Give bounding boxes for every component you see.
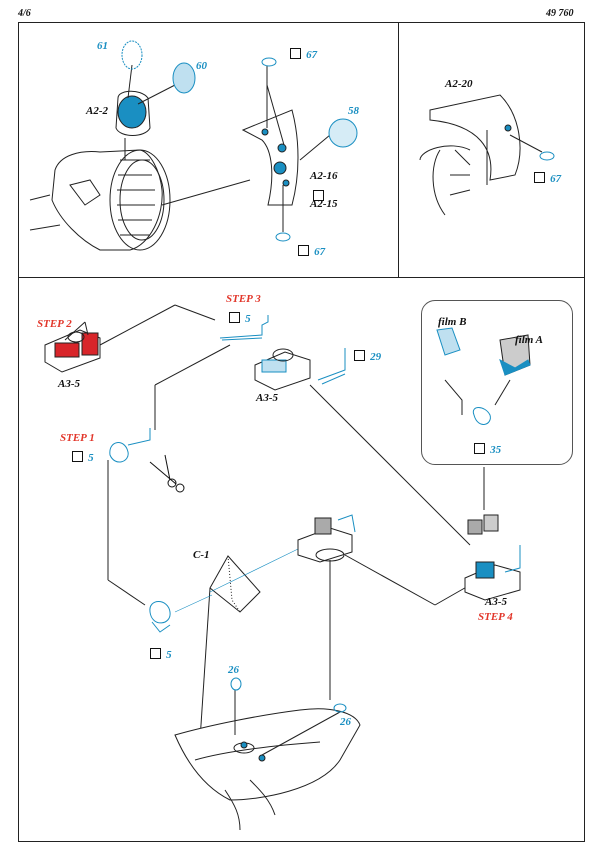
c1-wedge [174,547,301,741]
bend-symbol-icon [534,172,545,183]
part-label-a2-16: A2-16 [310,170,338,182]
part-26-ring-b [333,703,347,713]
page-frame [18,22,585,842]
curved-panel-a2-16 [241,66,331,232]
step-2-label: STEP 2 [37,318,72,330]
part-label-a3-5-mid: A3-5 [256,392,278,404]
page-number: 4/6 [18,8,31,19]
mid-a3-5-assembly [254,348,471,546]
part-number-26-a: 26 [228,664,239,676]
part-61-ring [121,40,143,70]
callout-5-step3: 5 [229,307,251,326]
part-67-ring-b [275,232,291,242]
part-number-26-b: 26 [340,716,351,728]
part-label-a3-5-right: A3-5 [485,596,507,608]
callout-67-bottom: 67 [298,240,325,259]
part-label-a2-20: A2-20 [445,78,473,90]
bend-symbol-icon [290,48,301,59]
callout-5-lower: 5 [150,643,172,662]
part-label-c-1: C-1 [193,549,210,561]
section-divider-horizontal [18,277,585,278]
step2-assembly [44,304,216,373]
right-a3-5-assembly [464,467,521,601]
film-drawing [436,327,531,425]
fold-symbol-icon [229,312,240,323]
step-4-label: STEP 4 [478,611,513,623]
callout-67-right: 67 [534,167,561,186]
bend-symbol-icon [298,245,309,256]
part-number-58: 58 [348,105,359,117]
part-58-lens [328,118,358,148]
film-a-label: film A [515,334,544,346]
bend-symbol-icon [313,190,324,201]
lower-step-part [149,601,171,633]
part-number-61: 61 [97,40,108,52]
callout-5-step1: 5 [72,446,94,465]
step1-part [107,428,151,606]
step-3-label: STEP 3 [226,293,261,305]
section-divider-vertical [398,22,399,277]
scissors-icon [149,454,185,493]
step-1-label: STEP 1 [60,432,95,444]
center-assembly [297,514,471,700]
callout-29: 29 [354,345,381,364]
part-number-60: 60 [196,60,207,72]
step3-bracket [154,315,269,430]
film-inset-box [421,300,573,465]
part-label-a3-5-left: A3-5 [58,378,80,390]
part-67-ring-a [261,57,277,67]
fold-symbol-icon [354,350,365,361]
part-67-ring-c [539,151,555,161]
callout-67-top: 67 [290,43,317,62]
cockpit-section [174,690,361,831]
set-code: 49 760 [546,8,574,19]
fold-symbol-icon [474,443,485,454]
exhaust-panel-a2-20 [419,94,543,216]
part-60-mesh [172,62,196,94]
film-b-label: film B [438,316,467,328]
fold-symbol-icon [150,648,161,659]
fold-symbol-icon [72,451,83,462]
part-26-ring-a [230,677,242,691]
part-label-a2-15: A2-15 [310,198,338,210]
engine-cowling-drawing [29,64,251,251]
part-label-a2-2: A2-2 [86,105,108,117]
callout-35: 35 [474,438,501,457]
